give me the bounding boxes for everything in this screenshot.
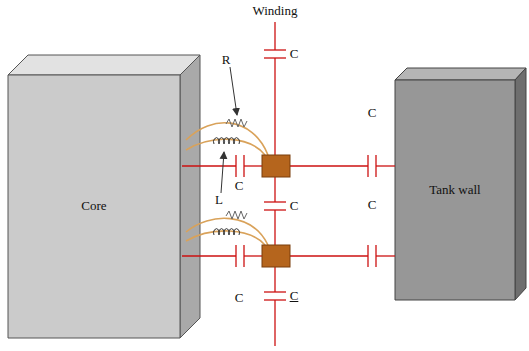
capacitor-label: C [290,199,299,213]
inductor-label: L [215,193,223,207]
capacitor-label: C [235,179,244,193]
core-block [8,55,200,338]
winding-block [262,155,290,267]
capacitor-label: C [235,291,244,305]
leader-arrow [221,67,237,193]
capacitor-label: C [290,47,299,61]
winding-wires [182,22,395,346]
tank-wall-block [395,68,526,300]
winding-title: Winding [253,4,298,18]
node-label: Tank wall [429,183,480,197]
resistor-label: R [222,53,231,67]
capacitor-label: C [368,198,377,212]
tank-wall-node: Tank wall [395,80,515,300]
core-node: Core [8,75,180,338]
capacitor-label: C [368,106,377,120]
node-label: Core [81,199,106,213]
capacitor-label: C [290,289,299,303]
rl-branches [186,123,268,245]
resistor-symbol [226,119,247,219]
